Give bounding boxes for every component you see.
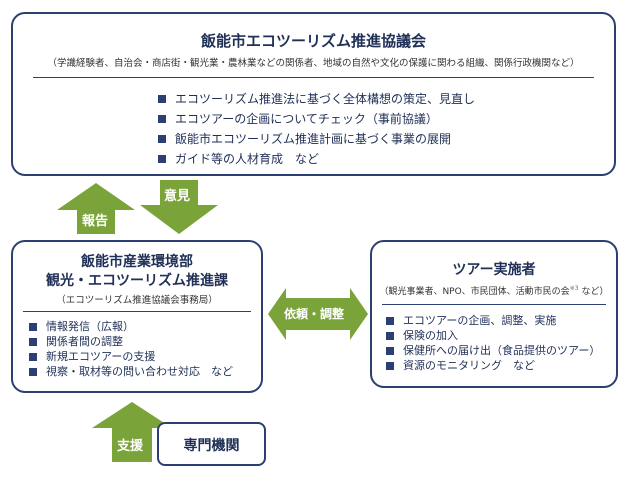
council-members: （学識経験者、自治会・商店街・観光業・農林業などの関係者、地域の自然や文化の保護… — [47, 58, 580, 69]
tour-operator-members: （観光事業者、NPO、市民団体、活動市民の会 — [379, 287, 570, 297]
support-arrow: 支援 — [92, 402, 172, 462]
list-item: 保険の加入 — [386, 328, 600, 343]
expert-label: 専門機関 — [183, 438, 240, 454]
request-label: 依頼・調整 — [284, 307, 345, 321]
list-item: 保健所への届け出（食品提供のツアー） — [386, 343, 600, 358]
city-dept-title-line1: 飯能市産業環境部 — [81, 254, 193, 270]
council-box: 飯能市エコツーリズム推進協議会 （学識経験者、自治会・商店街・観光業・農林業など… — [11, 12, 616, 176]
council-divider — [33, 77, 594, 78]
city-dept-item-list: 情報発信（広報） 関係者間の調整 新規エコツアーの支援 視察・取材等の問い合わせ… — [29, 319, 233, 379]
arrow-left-right-icon — [268, 288, 368, 340]
city-dept-title-line2: 観光・エコツーリズム推進課 — [46, 273, 228, 289]
list-item: 新規エコツアーの支援 — [29, 349, 233, 364]
list-item: エコツアーの企画、調整、実施 — [386, 313, 600, 328]
tour-operator-members-end: など） — [581, 287, 609, 297]
arrow-up-icon — [92, 402, 172, 462]
list-item: エコツーリズム推進法に基づく全体構想の策定、見直し — [158, 89, 475, 109]
list-item: ガイド等の人材育成 など — [158, 149, 475, 169]
report-arrow: 報告 — [57, 183, 135, 234]
expert-box: 専門機関 — [157, 422, 266, 466]
report-label: 報告 — [82, 214, 109, 229]
tour-operator-item-list: エコツアーの企画、調整、実施 保険の加入 保健所への届け出（食品提供のツアー） … — [386, 313, 600, 373]
list-item: 視察・取材等の問い合わせ対応 など — [29, 364, 233, 379]
list-item: エコツアーの企画についてチェック（事前協議） — [158, 109, 475, 129]
tour-operator-divider — [382, 304, 606, 305]
city-dept-subtitle: （エコツーリズム推進協議会事務局） — [56, 295, 218, 306]
tour-operator-title: ツアー実施者 — [452, 262, 536, 278]
council-item-list: エコツーリズム推進法に基づく全体構想の策定、見直し エコツアーの企画についてチェ… — [158, 89, 475, 169]
footnote-mark: ※3 — [569, 285, 579, 292]
list-item: 飯能市エコツーリズム推進計画に基づく事業の展開 — [158, 129, 475, 149]
support-label: 支援 — [117, 439, 144, 454]
city-dept-divider — [23, 311, 251, 312]
list-item: 資源のモニタリング など — [386, 358, 600, 373]
arrow-up-icon — [57, 183, 135, 234]
city-dept-box: 飯能市産業環境部 観光・エコツーリズム推進課 （エコツーリズム推進協議会事務局）… — [11, 240, 263, 393]
opinion-arrow: 意見 — [140, 180, 218, 234]
arrow-down-icon — [140, 180, 218, 234]
opinion-label: 意見 — [164, 189, 191, 204]
request-arrow: 依頼・調整 — [268, 286, 368, 342]
list-item: 情報発信（広報） — [29, 319, 233, 334]
list-item: 関係者間の調整 — [29, 334, 233, 349]
council-title: 飯能市エコツーリズム推進協議会 — [200, 32, 426, 50]
